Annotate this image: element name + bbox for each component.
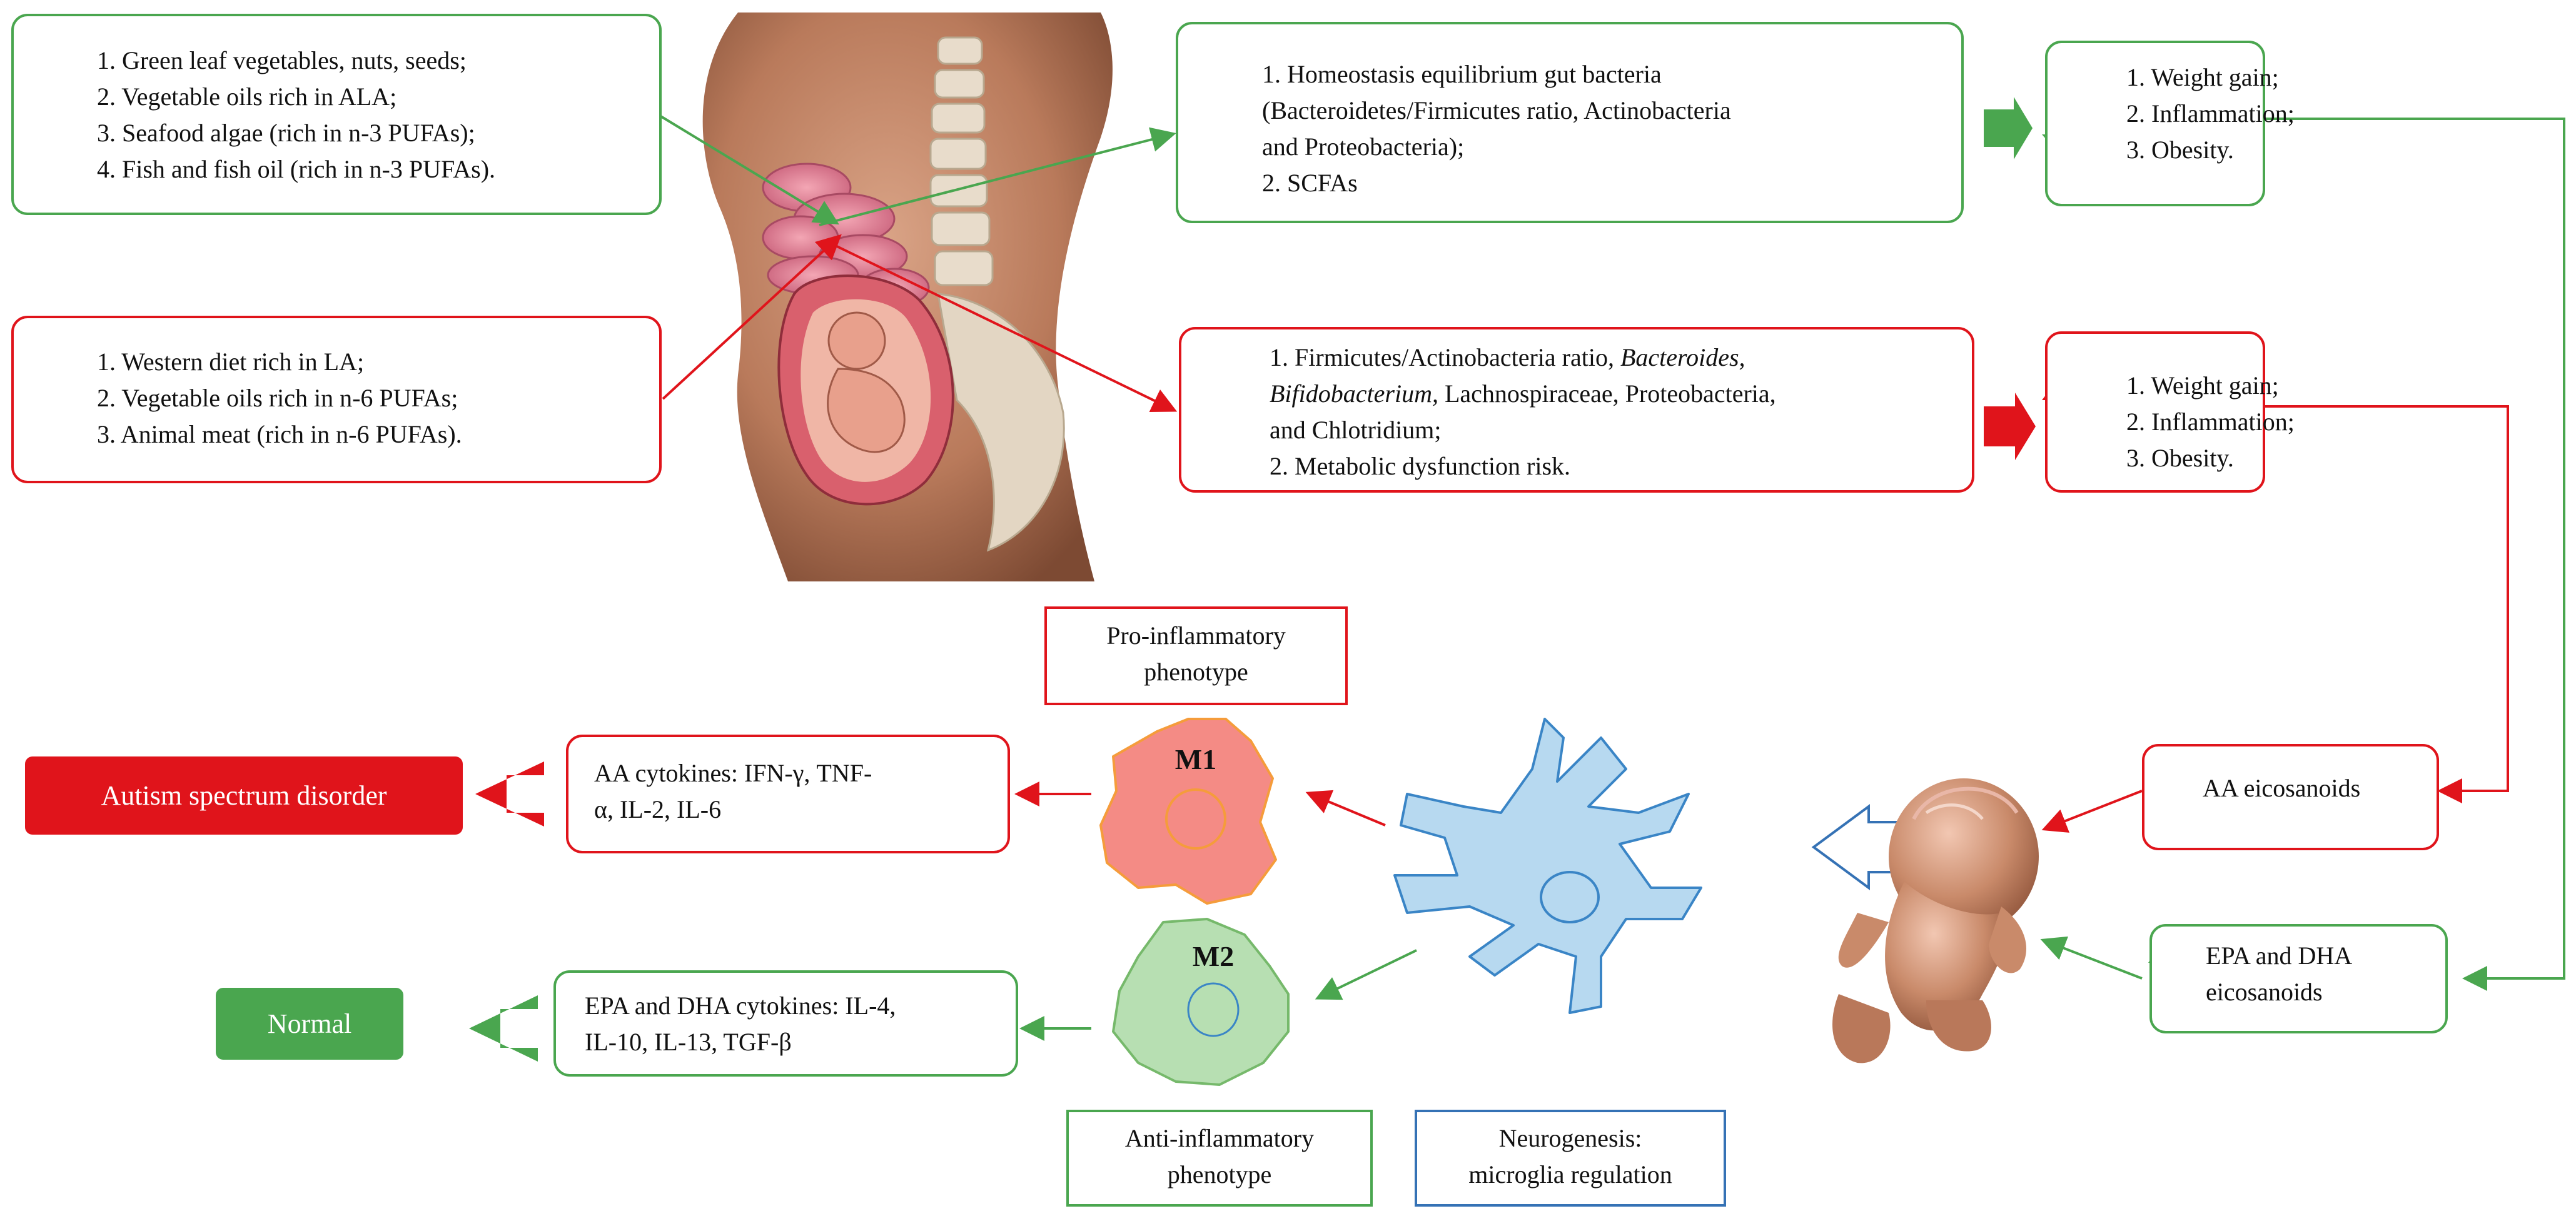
epa-dha-eicosanoids-line-2: eicosanoids bbox=[2206, 978, 2323, 1006]
diet-good-line-2: 2. Vegetable oils rich in ALA; bbox=[97, 83, 397, 111]
connector-line bbox=[819, 127, 1176, 226]
neurogenesis-text: Neurogenesis: microglia regulation bbox=[1415, 1120, 1726, 1193]
diet-good-line-4: 4. Fish and fish oil (rich in n-3 PUFAs)… bbox=[97, 155, 496, 183]
pro-inflammatory-line-1: Pro-inflammatory bbox=[1106, 621, 1286, 650]
outcome-bad-line-2: 2. Inflammation; bbox=[2126, 408, 2295, 436]
neurogenesis-box bbox=[1415, 1110, 1726, 1207]
outcome-good-line-3: 3. Obesity. bbox=[2126, 136, 2234, 164]
gut-homeostasis-box bbox=[1176, 22, 1964, 223]
diet-bad-line-1: 1. Western diet rich in LA; bbox=[97, 348, 365, 376]
diet-bad-line-3: 3. Animal meat (rich in n-6 PUFAs). bbox=[97, 420, 462, 448]
pro-inflammatory-box bbox=[1044, 606, 1348, 705]
connector-line bbox=[831, 243, 1178, 412]
outcome-bad-line-3: 3. Obesity. bbox=[2126, 444, 2234, 472]
anti-inflammatory-line-1: Anti-inflammatory bbox=[1124, 1124, 1315, 1152]
aa-cytokines-line-2: α, IL-2, IL-6 bbox=[594, 795, 722, 823]
epa-cytokines-text: EPA and DHA cytokines: IL-4, IL-10, IL-1… bbox=[585, 988, 896, 1060]
left-arrow-icon bbox=[469, 995, 538, 1062]
gut-dysbiosis-text: 1. Firmicutes/Actinobacteria ratio, Bact… bbox=[1270, 339, 1776, 485]
left-arrow-icon bbox=[475, 761, 544, 827]
pregnant-abdomen-illustration bbox=[702, 13, 1113, 581]
aa-eicosanoids-label: AA eicosanoids bbox=[2203, 774, 2361, 802]
anti-inflammatory-box bbox=[1066, 1110, 1373, 1207]
m1-label: M1 bbox=[1175, 743, 1216, 775]
connector-line bbox=[659, 114, 839, 225]
gut-homeostasis-text: 1. Homeostasis equilibrium gut bacteria … bbox=[1262, 56, 1731, 201]
pro-inflammatory-text: Pro-inflammatory phenotype bbox=[1044, 618, 1348, 690]
gut-bad-line-1: 1. Firmicutes/Actinobacteria ratio, bbox=[1270, 343, 1620, 371]
anti-inflammatory-text: Anti-inflammatory phenotype bbox=[1066, 1120, 1373, 1193]
gut-bad-line-2-rest: Lachnospiraceae, Proteobacteria, bbox=[1438, 379, 1776, 408]
epa-dha-eicosanoids-text: EPA and DHA eicosanoids bbox=[2206, 938, 2352, 1010]
autism-spectrum-disorder-label: Autism spectrum disorder bbox=[25, 756, 463, 835]
neurogenesis-line-1: Neurogenesis: bbox=[1498, 1124, 1642, 1152]
baby-illustration bbox=[1832, 778, 2039, 1063]
gut-good-line-1: 1. Homeostasis equilibrium gut bacteria bbox=[1262, 60, 1662, 88]
gut-good-line-2: (Bacteroidetes/Firmicutes ratio, Actinob… bbox=[1262, 96, 1731, 124]
gut-dysbiosis-box bbox=[1179, 327, 1974, 493]
right-arrow-icon bbox=[1984, 97, 2033, 159]
aa-cytokines-text: AA cytokines: IFN-γ, TNF- α, IL-2, IL-6 bbox=[594, 755, 872, 828]
healthy-outcome-text: 1. Weight gain; 2. Inflammation; 3. Obes… bbox=[2126, 59, 2295, 168]
epa-cytokines-line-2: IL-10, IL-13, TGF-β bbox=[585, 1028, 792, 1056]
m1-cell: M1 bbox=[1099, 718, 1277, 905]
outcome-bad-line-1: 1. Weight gain; bbox=[2126, 371, 2279, 399]
m2-label: M2 bbox=[1193, 940, 1234, 972]
healthy-outcome-box bbox=[2045, 41, 2265, 206]
connector-line bbox=[2265, 118, 2565, 991]
diet-bad-line-2: 2. Vegetable oils rich in n-6 PUFAs; bbox=[97, 384, 458, 412]
western-diet-box bbox=[11, 316, 662, 483]
diet-good-line-3: 3. Seafood algae (rich in n-3 PUFAs); bbox=[97, 119, 475, 147]
pro-inflammatory-line-2: phenotype bbox=[1144, 658, 1248, 686]
right-arrow-icon bbox=[1984, 393, 2036, 460]
aa-eicosanoids-box bbox=[2142, 744, 2439, 850]
aa-cytokines-box bbox=[566, 735, 1010, 853]
unhealthy-outcome-box bbox=[2045, 331, 2265, 493]
gut-bad-line-1-italic: Bacteroides, bbox=[1620, 343, 1745, 371]
connector-line bbox=[1315, 949, 1417, 1000]
gut-bad-line-2-italic: Bifidobacterium, bbox=[1270, 379, 1438, 408]
outcome-good-line-1: 1. Weight gain; bbox=[2126, 63, 2279, 91]
healthy-diet-text: 1. Green leaf vegetables, nuts, seeds; 2… bbox=[97, 43, 495, 188]
connector-line bbox=[2040, 936, 2143, 980]
m2-cell: M2 bbox=[1112, 918, 1290, 1086]
normal-outcome-label: Normal bbox=[216, 988, 403, 1060]
microglia-cell-illustration bbox=[1393, 718, 1702, 1014]
connector-line bbox=[2265, 405, 2509, 803]
connector-line bbox=[1305, 790, 1386, 827]
epa-cytokines-box bbox=[553, 970, 1018, 1077]
aa-cytokines-line-1: AA cytokines: IFN-γ, TNF- bbox=[594, 759, 872, 787]
gut-good-line-3: and Proteobacteria); bbox=[1262, 133, 1465, 161]
outcome-good-line-2: 2. Inflammation; bbox=[2126, 99, 2295, 128]
connector-line bbox=[662, 234, 842, 400]
epa-cytokines-line-1: EPA and DHA cytokines: IL-4, bbox=[585, 992, 896, 1020]
gut-bad-line-4: 2. Metabolic dysfunction risk. bbox=[1270, 452, 1571, 480]
epa-dha-eicosanoids-box bbox=[2149, 924, 2448, 1033]
healthy-diet-box bbox=[11, 14, 662, 215]
gut-good-line-4: 2. SCFAs bbox=[1262, 169, 1358, 197]
epa-dha-eicosanoids-line-1: EPA and DHA bbox=[2206, 942, 2353, 970]
diet-good-line-1: 1. Green leaf vegetables, nuts, seeds; bbox=[97, 46, 467, 74]
aa-eicosanoids-text: AA eicosanoids bbox=[2203, 770, 2360, 806]
connector-line bbox=[2041, 790, 2143, 833]
unhealthy-outcome-text: 1. Weight gain; 2. Inflammation; 3. Obes… bbox=[2126, 368, 2295, 476]
gut-bad-line-3: and Chlotridium; bbox=[1270, 416, 1442, 444]
neurogenesis-line-2: microglia regulation bbox=[1468, 1160, 1672, 1188]
western-diet-text: 1. Western diet rich in LA; 2. Vegetable… bbox=[97, 344, 462, 453]
anti-inflammatory-line-2: phenotype bbox=[1167, 1160, 1272, 1188]
